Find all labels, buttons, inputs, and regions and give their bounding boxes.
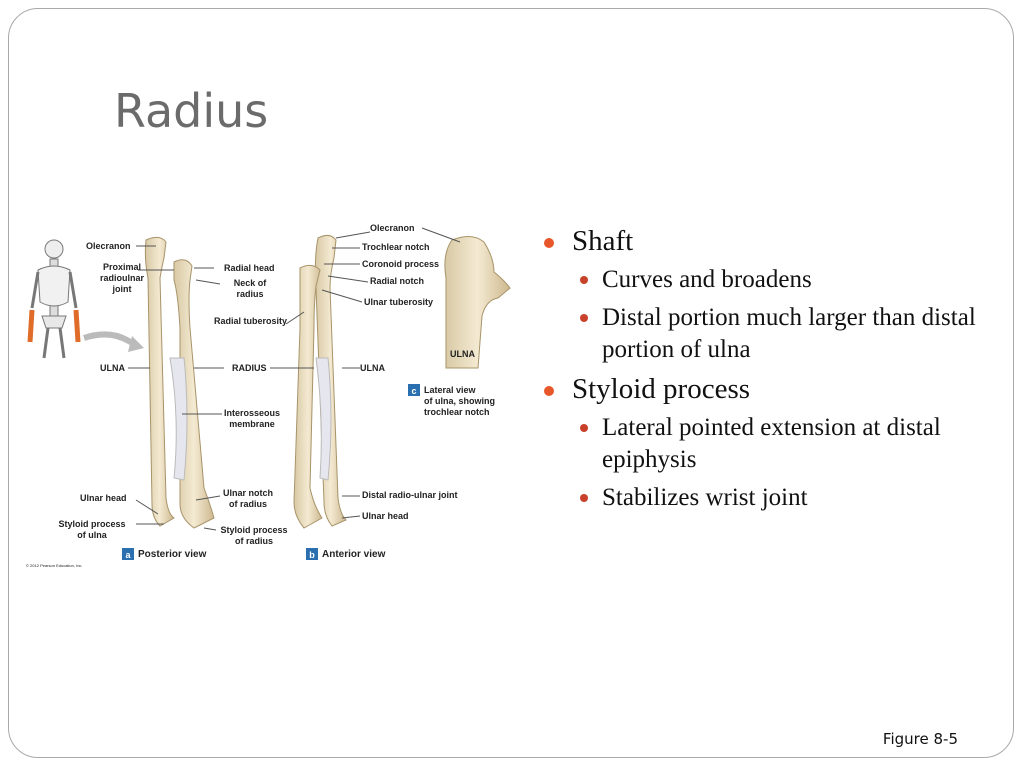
bullet-curves: Curves and broadens (540, 264, 1000, 296)
label-coronoid: Coronoid process (362, 259, 439, 269)
bullet-dot-icon (580, 494, 588, 502)
skeleton-thumbnail (27, 239, 144, 359)
label-distal-joint: Distal radio-ulnar joint (362, 490, 458, 500)
label-ulna-a: ULNA (100, 363, 125, 373)
label-interosseous: Interosseous (224, 408, 280, 418)
label-ulnar-head-b: Ulnar head (362, 511, 409, 521)
figure-caption: Figure 8-5 (882, 730, 958, 748)
bullet-dot-icon (580, 314, 588, 322)
panel-b-badge (306, 548, 318, 560)
label-neck-2: radius (236, 289, 263, 299)
label-proximal-joint-2: radioulnar (100, 273, 145, 283)
bullet-lateral-extension: Lateral pointed extension at distal epip… (540, 412, 1000, 476)
label-ulnar-head-a: Ulnar head (80, 493, 127, 503)
panel-a-badge (122, 548, 134, 560)
label-styloid-radius-2: of radius (235, 536, 273, 546)
panel-c-title: Lateral view (424, 385, 477, 395)
panel-c-badge (408, 384, 420, 396)
anterior-radius (293, 264, 323, 529)
label-radial-notch: Radial notch (370, 276, 424, 286)
label-ulnar-notch-2: of radius (229, 499, 267, 509)
label-styloid-ulna: Styloid process (58, 519, 125, 529)
label-ulnar-tuberosity: Ulnar tuberosity (364, 297, 433, 307)
copyright-text: © 2012 Pearson Education, Inc. (26, 563, 83, 568)
panel-b-letter: b (309, 550, 315, 560)
label-ulnar-notch: Ulnar notch (223, 488, 273, 498)
label-proximal-joint-3: joint (112, 284, 132, 294)
label-ulna-b: ULNA (360, 363, 385, 373)
panel-c-title-2: of ulna, showing (424, 396, 495, 406)
bullet-styloid: Styloid process (540, 372, 1000, 406)
slide-title: Radius (114, 84, 269, 138)
label-styloid-ulna-2: of ulna (77, 530, 107, 540)
label-ulna-c: ULNA (450, 349, 475, 359)
interosseous-membrane-a (169, 357, 188, 481)
label-radius: RADIUS (232, 363, 267, 373)
bullet-list: Shaft Curves and broadens Distal portion… (540, 224, 1000, 520)
label-olecranon-b: Olecranon (370, 223, 415, 233)
label-trochlear-notch: Trochlear notch (362, 242, 430, 252)
label-interosseous-2: membrane (229, 419, 275, 429)
label-radial-tuberosity-a: Radial tuberosity (214, 316, 287, 326)
panel-c-title-3: trochlear notch (424, 407, 490, 417)
interosseous-membrane-b (315, 357, 332, 481)
label-styloid-radius: Styloid process (220, 525, 287, 535)
label-neck: Neck of (234, 278, 268, 288)
panel-a-title: Posterior view (138, 549, 207, 560)
lateral-ulna (444, 236, 511, 369)
bullet-dot-icon (580, 276, 588, 284)
bullet-distal-portion: Distal portion much larger than distal p… (540, 302, 1000, 366)
bullet-dot-icon (580, 424, 588, 432)
bullet-shaft: Shaft (540, 224, 1000, 258)
leader-lines (128, 227, 461, 531)
forearm-bones-figure: Olecranon Proximal radioulnar joint Radi… (26, 223, 511, 568)
panel-b-title: Anterior view (322, 549, 386, 560)
posterior-ulna (144, 236, 175, 527)
panel-a-letter: a (125, 550, 131, 560)
label-olecranon-a: Olecranon (86, 241, 131, 251)
bullet-stabilizes: Stabilizes wrist joint (540, 482, 1000, 514)
bullet-dot-icon (544, 386, 554, 396)
label-proximal-joint: Proximal (103, 262, 141, 272)
label-radial-head-a: Radial head (224, 263, 275, 273)
bullet-dot-icon (544, 238, 554, 248)
panel-c-letter: c (411, 386, 416, 396)
